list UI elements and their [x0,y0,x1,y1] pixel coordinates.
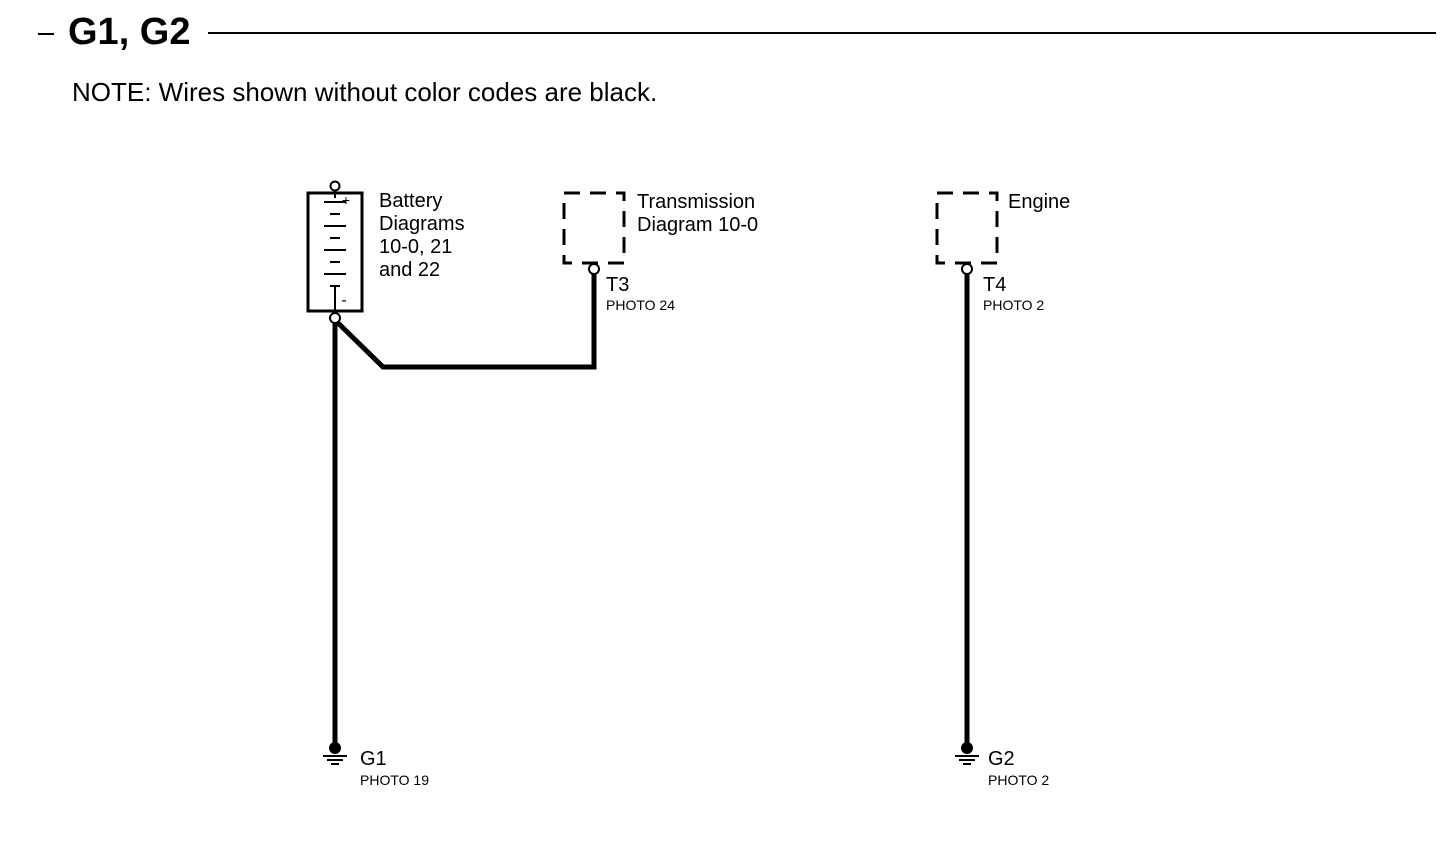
battery-label-line: Diagrams [379,213,465,235]
battery-label-line: and 22 [379,259,441,281]
terminal-t3 [588,263,600,275]
wire-color-note: NOTE: Wires shown without color codes ar… [72,77,658,107]
title-dash [38,33,54,35]
ground-icon [955,742,979,765]
ground-g2-label: G2 [988,748,1015,770]
ground-g1-label: G1 [360,748,387,770]
wires [332,272,970,745]
battery-negative-terminal [329,312,341,324]
page-title: G1, G2 [68,11,191,53]
terminal-t4 [961,263,973,275]
terminal-t4-label: T4 [983,274,1007,296]
battery-plus-symbol: + [342,192,350,208]
engine-component-box [935,191,999,265]
battery-label-line: 10-0, 21 [379,236,453,258]
battery-icon [306,180,364,313]
battery-label-line: Battery [379,190,443,212]
ground-icon [323,742,347,765]
transmission-label-line: Diagram 10-0 [637,214,759,236]
terminal-t4-photo: PHOTO 2 [983,297,1045,313]
terminal-t3-label: T3 [606,274,630,296]
transmission-component-box [562,191,626,265]
battery-minus-symbol: - [341,292,346,309]
ground-g1-photo: PHOTO 19 [360,772,429,788]
terminal-t3-photo: PHOTO 24 [606,297,675,313]
ground-g2-photo: PHOTO 2 [988,772,1050,788]
title-rule [208,32,1436,34]
transmission-label-line: Transmission [637,191,756,213]
engine-label: Engine [1008,191,1071,213]
transmission-label: Transmission Diagram 10-0 [637,191,758,237]
battery-label: Battery Diagrams 10-0, 21 and 22 [379,190,465,282]
